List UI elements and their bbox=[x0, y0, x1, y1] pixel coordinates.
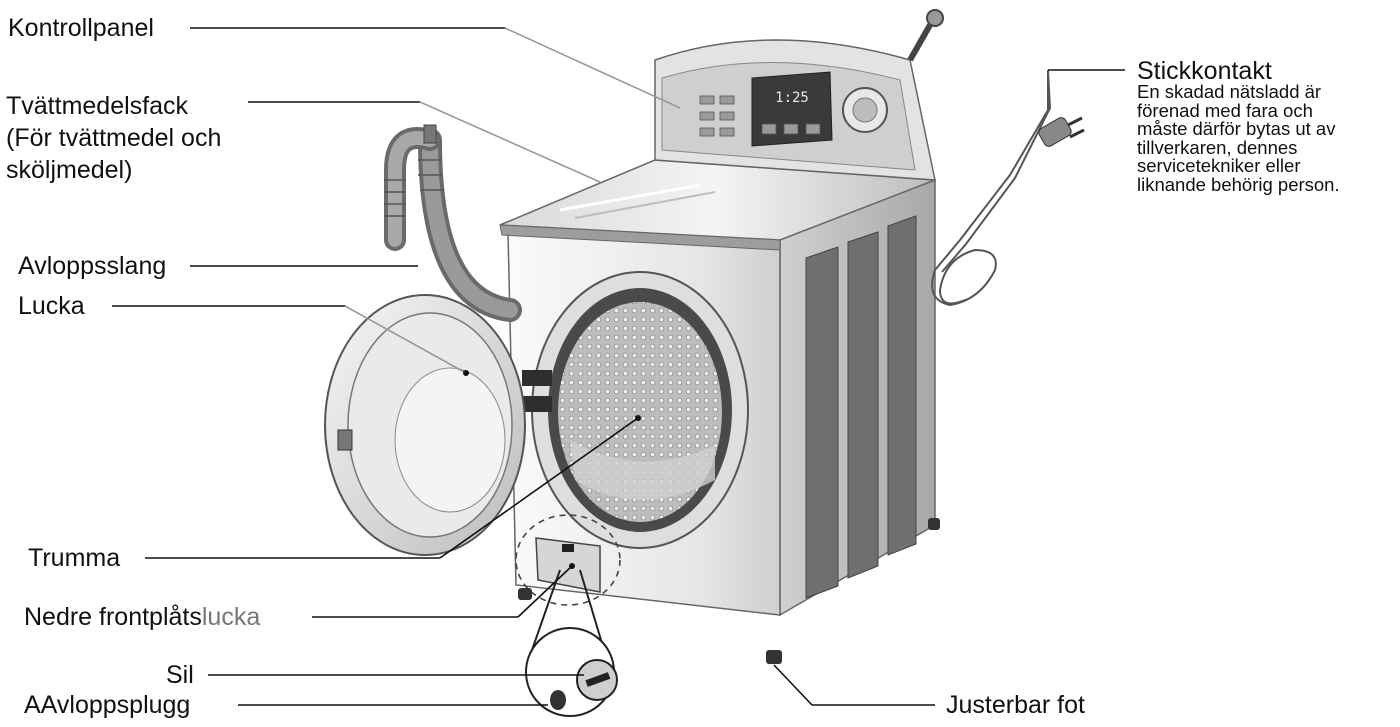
display-time: 1:25 bbox=[775, 90, 809, 106]
top-connector bbox=[910, 10, 943, 60]
label-avloppsplugg: AAvloppsplugg bbox=[24, 690, 190, 720]
drum bbox=[532, 272, 748, 548]
drain-hose bbox=[384, 125, 510, 310]
label-kontrollpanel: Kontrollpanel bbox=[8, 13, 154, 43]
label-lucka: Lucka bbox=[18, 291, 85, 321]
label-justerbar-fot: Justerbar fot bbox=[946, 690, 1085, 720]
stickkontakt-note-line: måste därför bytas ut av bbox=[1137, 120, 1340, 139]
label-trumma: Trumma bbox=[28, 543, 120, 573]
label-nedre-frontplatslucka: Nedre frontplåtslucka bbox=[24, 602, 260, 632]
label-tvattmedelsfack-line3: sköljmedel) bbox=[6, 154, 221, 186]
label-tvattmedelsfack-line1: Tvättmedelsfack bbox=[6, 90, 221, 122]
stickkontakt-note-line: En skadad nätsladd är bbox=[1137, 83, 1340, 102]
label-tvattmedelsfack-line2: (För tvättmedel och bbox=[6, 122, 221, 154]
label-sil: Sil bbox=[166, 660, 194, 690]
label-tvattmedelsfack: Tvättmedelsfack (För tvättmedel och sköl… bbox=[6, 90, 221, 186]
power-cord bbox=[932, 70, 1050, 305]
label-avloppsslang: Avloppsslang bbox=[18, 251, 166, 281]
stickkontakt-note-line: liknande behörig person. bbox=[1137, 176, 1340, 195]
door bbox=[325, 295, 525, 555]
label-nedre-lucka: lucka bbox=[202, 603, 260, 631]
stickkontakt-note: En skadad nätsladd är förenad med fara o… bbox=[1137, 83, 1340, 194]
label-nedre-frontplats: Nedre frontplåts bbox=[24, 603, 202, 631]
stickkontakt-note-line: servicetekniker eller bbox=[1137, 157, 1340, 176]
